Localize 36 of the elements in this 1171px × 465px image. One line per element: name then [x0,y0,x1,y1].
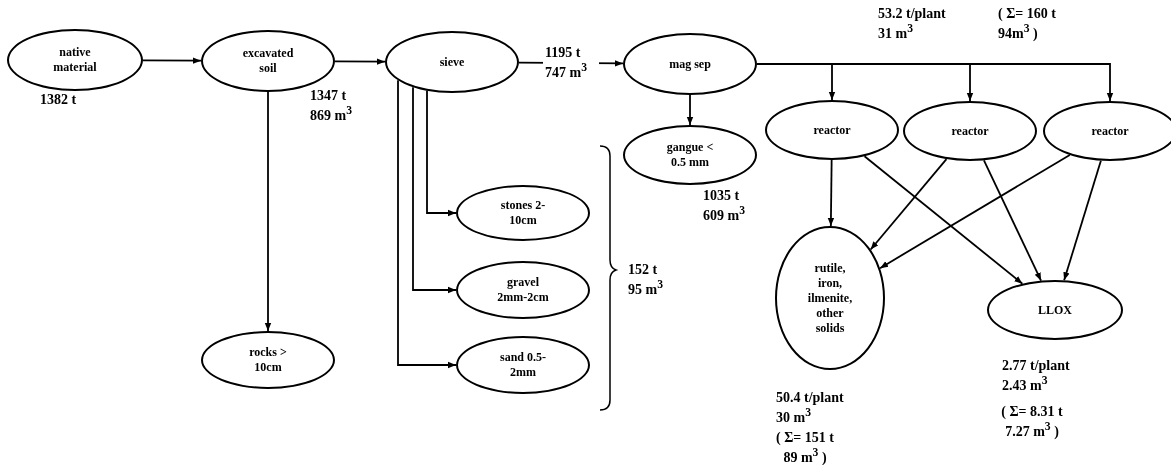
quantity-label: 53.2 t/plant 31 m$^{3}$ [878,6,947,42]
arrow [879,154,1071,270]
quantity-label: 1382 t [40,92,78,109]
node-label: stones 2-10cm [499,198,547,228]
arrow [334,58,386,65]
arrow [264,91,272,332]
arrow [142,57,202,64]
node-label: gravel 2mm-2cm [496,275,550,305]
arrow [983,159,1042,282]
quantity-label: 152 t 95 m$^{3}$ [628,262,664,298]
quantity-label: ( Σ= 151 t 89 m$^{3}$ ) [775,430,835,465]
arrow [1063,159,1102,282]
node-label: reactor [950,123,990,139]
node-label: rocks > 10cm [248,345,288,375]
node-label: sieve [438,54,466,70]
quantity-label: ( Σ= 8.31 t 7.27 m$^{3}$ ) [1000,404,1064,440]
quantity-label: 1347 t 869 m$^{3}$ [310,88,353,124]
node-label: reactor [1090,123,1130,139]
ellipse-node [1043,101,1171,161]
arrow [686,94,694,126]
quantity-label: 2.77 t/plant 2.43 m$^{3}$ [1002,358,1071,394]
arrow [412,86,457,294]
quantity-label: 50.4 t/plant 30 m$^{3}$ [776,390,845,426]
quantity-label: ( Σ= 160 t 94m$^{3}$ ) [998,6,1057,42]
node-label: LLOX [1037,302,1073,318]
node-label: rutile, iron, ilmenite, other solids [806,260,854,336]
node-label: sand 0.5-2mm [499,350,547,380]
quantity-label: 1035 t 609 m$^{3}$ [703,188,746,224]
node-label: gangue < 0.5 mm [665,140,715,170]
arrow [827,159,835,227]
node-label: native material [52,45,98,75]
arrow [397,79,457,369]
node-label: excavated soil [241,46,295,76]
arrow [869,158,948,251]
node-label: mag sep [668,56,712,72]
node-label: reactor [812,122,852,138]
